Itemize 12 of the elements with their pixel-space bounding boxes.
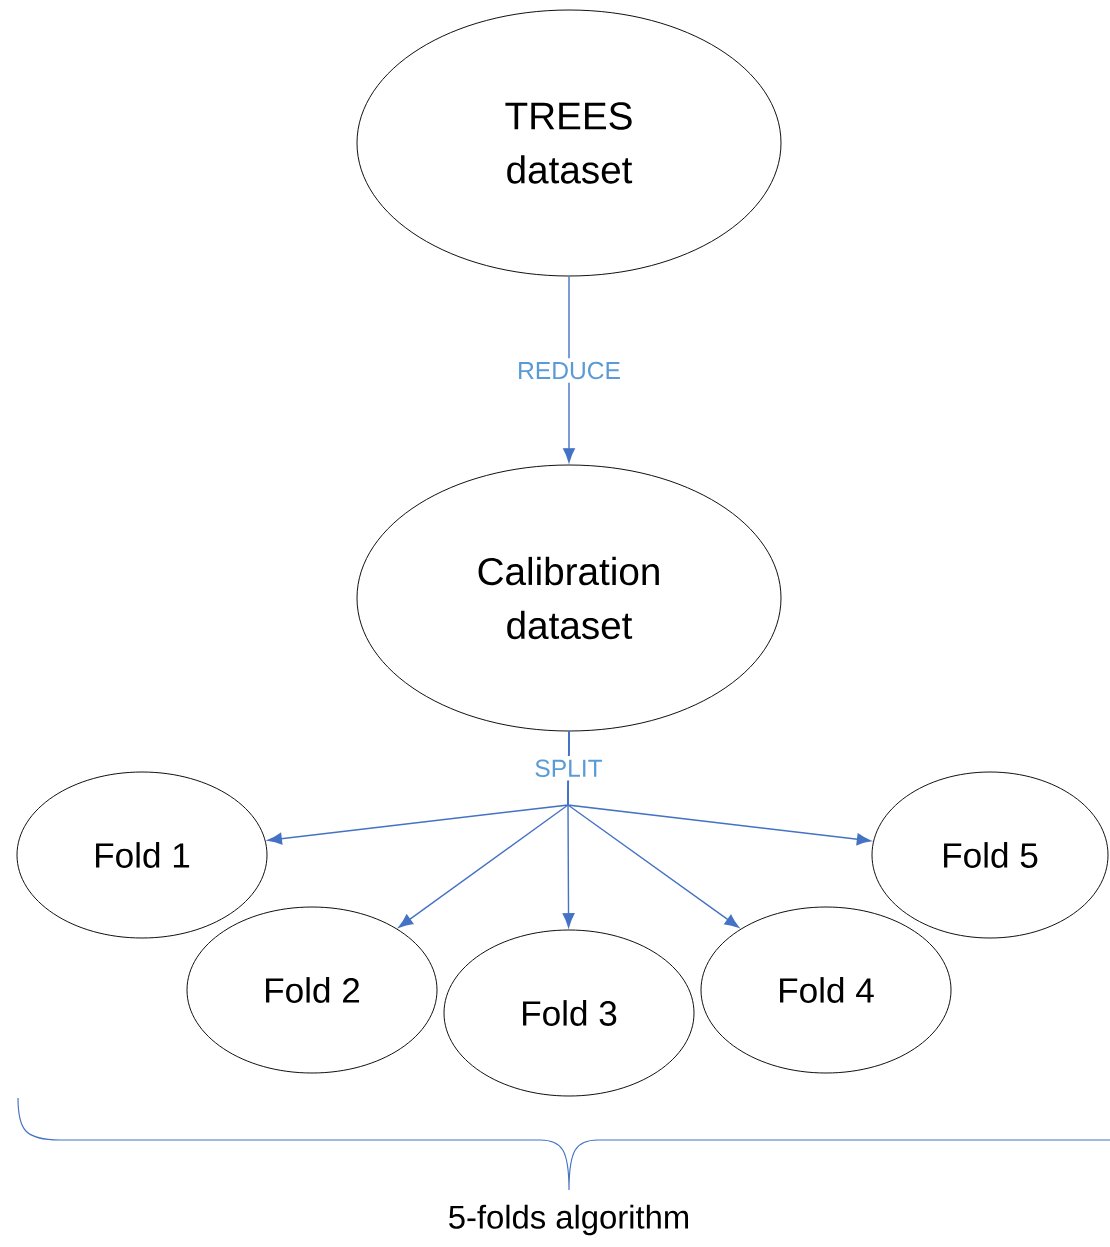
edge-label: REDUCE [513,358,625,383]
ellipse-node: Fold 5 [871,771,1109,939]
arrow [563,275,575,463]
ellipse-node: Fold 2 [186,906,438,1074]
ellipse-node: Fold 4 [700,906,952,1074]
ellipse-node: Calibration dataset [356,464,782,732]
caption-text: 5-folds algorithm [449,1204,688,1236]
ellipse-node: TREES dataset [356,9,782,277]
ellipse-node: Fold 1 [16,771,268,939]
ellipse-node: Fold 3 [443,929,695,1097]
edge-label: SPLIT [530,756,607,781]
arrow [567,730,872,846]
